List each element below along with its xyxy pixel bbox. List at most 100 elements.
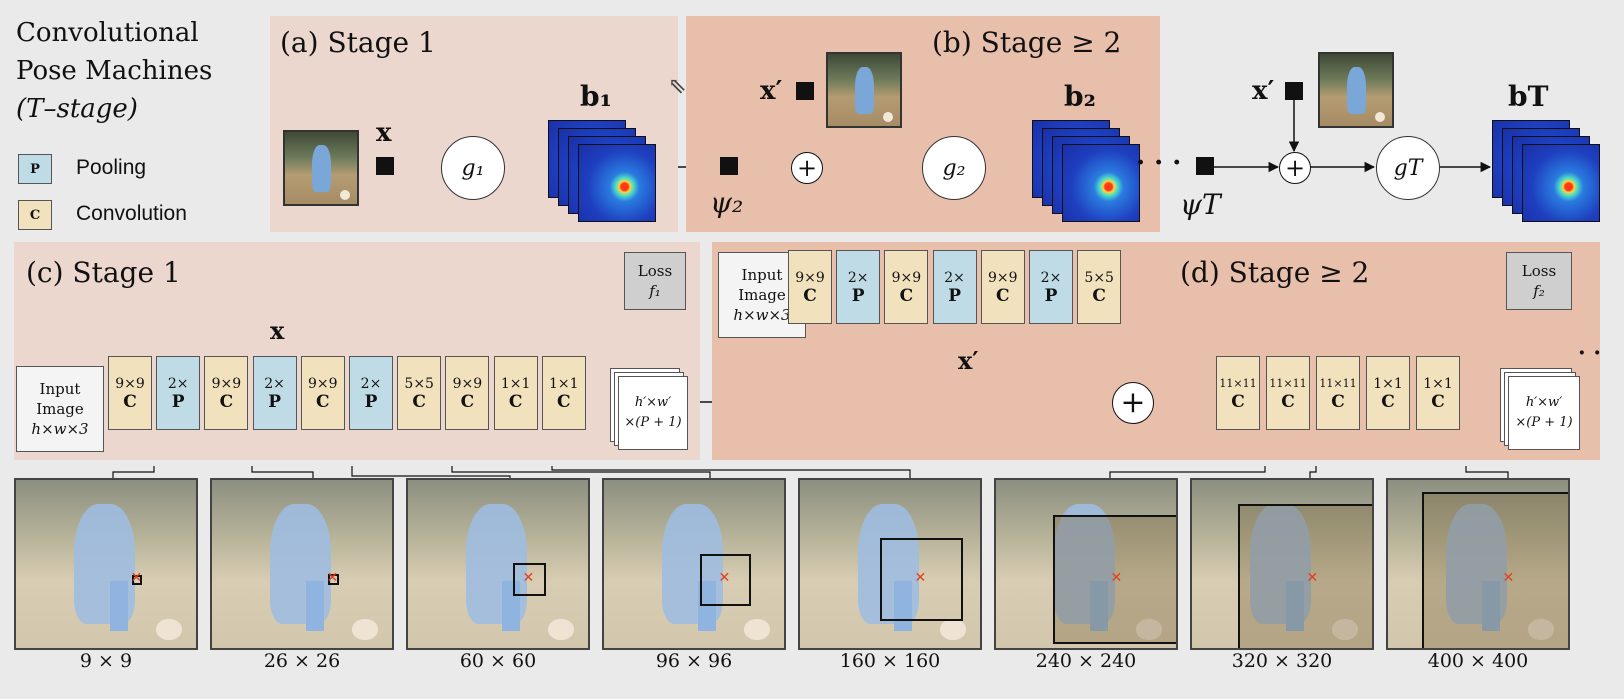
stage2feat-layer-kind: C [996, 286, 1010, 306]
keypoint-marker-icon: ✕ [1502, 569, 1515, 586]
symbol-b1: b₁ [580, 80, 612, 113]
legend-convolution-label: Convolution [76, 202, 187, 225]
symbol-x-c: x [270, 316, 285, 345]
stage1-layer-size: 2× [167, 376, 189, 392]
ellipsis-bottom: · · [1578, 340, 1601, 366]
keypoint-marker-icon: ✕ [718, 569, 731, 586]
sum-node-T: + [1279, 152, 1311, 184]
stage2feat-layer-6: 2×P [1029, 250, 1073, 324]
receptive-field-box [1238, 504, 1372, 648]
figure-title: Convolutional Pose Machines (T–stage) [16, 14, 212, 128]
receptive-field-box [699, 554, 752, 606]
stage2feat-layer-size: 5×5 [1084, 270, 1114, 286]
receptive-field-image: ✕ [210, 478, 394, 650]
legend-convolution-swatch: C [18, 200, 52, 230]
symbol-psi2: ψ₂ [710, 186, 744, 219]
panel-a-title: (a) Stage 1 [280, 26, 436, 59]
receptive-field-label: 240 × 240 [1035, 650, 1137, 672]
title-line-1: Convolutional [16, 18, 199, 48]
rf-connector-8 [1465, 466, 1509, 480]
stage2-layer-kind: C [1381, 392, 1395, 412]
rf-connector-5 [551, 466, 911, 480]
receptive-field-image: ✕ [994, 478, 1178, 650]
stage2feat-layer-size: 2× [847, 270, 869, 286]
stage1-layer-size: 9×9 [115, 376, 145, 392]
sum-node-b: + [791, 152, 823, 184]
stage2-layer-size: 1×1 [1423, 376, 1453, 392]
stage1-layer-size: 1×1 [500, 376, 531, 392]
receptive-field-image: ✕ [406, 478, 590, 650]
xprime-node [796, 82, 814, 100]
receptive-field-label: 60 × 60 [459, 650, 537, 672]
ellipsis-top: · · · [1136, 148, 1182, 178]
stage1-layer-kind: C [412, 392, 426, 412]
panel-c-title: (c) Stage 1 [26, 256, 181, 289]
receptive-field-image: ✕ [1386, 478, 1570, 650]
receptive-field-label: 96 × 96 [655, 650, 733, 672]
symbol-bT: bT [1508, 80, 1549, 113]
rf-connector-6 [1109, 466, 1266, 480]
keypoint-marker-icon: ✕ [1110, 569, 1123, 586]
stage2-layer-kind: C [1431, 392, 1445, 412]
stage1-layer-size: 5×5 [404, 376, 434, 392]
title-line-2: Pose Machines [16, 56, 213, 86]
stage1-layer-2: 2×P [156, 356, 201, 430]
stage1-layer-kind: C [460, 392, 475, 412]
sum-node-d: + [1112, 382, 1154, 424]
g2-node: g₂ [922, 136, 986, 200]
stage1-layer-kind: P [364, 392, 378, 412]
panel-d-title: (d) Stage ≥ 2 [1180, 256, 1370, 289]
receptive-field-image: ✕ [602, 478, 786, 650]
keypoint-marker-icon: ✕ [130, 569, 143, 586]
receptive-field-label: 400 × 400 [1427, 650, 1529, 672]
receptive-field-label: 9 × 9 [79, 650, 133, 672]
symbol-psiT: ψT [1180, 188, 1221, 221]
symbol-xprime: x′ [760, 76, 783, 106]
stage2feat-layer-size: 9×9 [795, 270, 825, 286]
stage2feat-layer-size: 2× [1040, 270, 1062, 286]
output-box-c: h′×w′×(P + 1) [618, 376, 688, 450]
stage2feat-layer-kind: P [851, 286, 865, 306]
symbol-xprime-2: x′ [1252, 76, 1275, 106]
stage2feat-layer-2: 2×P [836, 250, 881, 324]
stage2feat-layer-size: 9×9 [988, 270, 1018, 286]
title-line-3: (T–stage) [16, 94, 138, 124]
stage2-layer-size: 11×11 [1319, 377, 1357, 390]
receptive-field-box [1053, 515, 1176, 645]
receptive-field-image: ✕ [798, 478, 982, 650]
receptive-field-box [132, 574, 143, 585]
input-photo [283, 130, 359, 206]
stage2feat-layer-kind: P [948, 286, 961, 306]
rf-connector-7 [1309, 466, 1317, 480]
symbol-b2: b₂ [1064, 80, 1096, 113]
stage2-layer-kind: C [1281, 392, 1295, 412]
receptive-field-box [512, 563, 546, 597]
keypoint-marker-icon: ✕ [914, 569, 927, 586]
stage1-layer-kind: C [316, 392, 330, 412]
stage1-layer-6: 2×P [349, 356, 393, 430]
psi2-node [720, 157, 738, 175]
receptive-field-label: 26 × 26 [263, 650, 341, 672]
stage2feat-layer-kind: C [803, 286, 817, 306]
g1-node: g₁ [441, 136, 505, 200]
stage2-layer-size: 11×11 [1219, 377, 1257, 390]
legend-pooling-swatch: P [18, 154, 52, 184]
gT-node: gT [1376, 136, 1440, 200]
stage1-layer-kind: C [219, 392, 234, 412]
rf-connector-2 [251, 466, 314, 480]
